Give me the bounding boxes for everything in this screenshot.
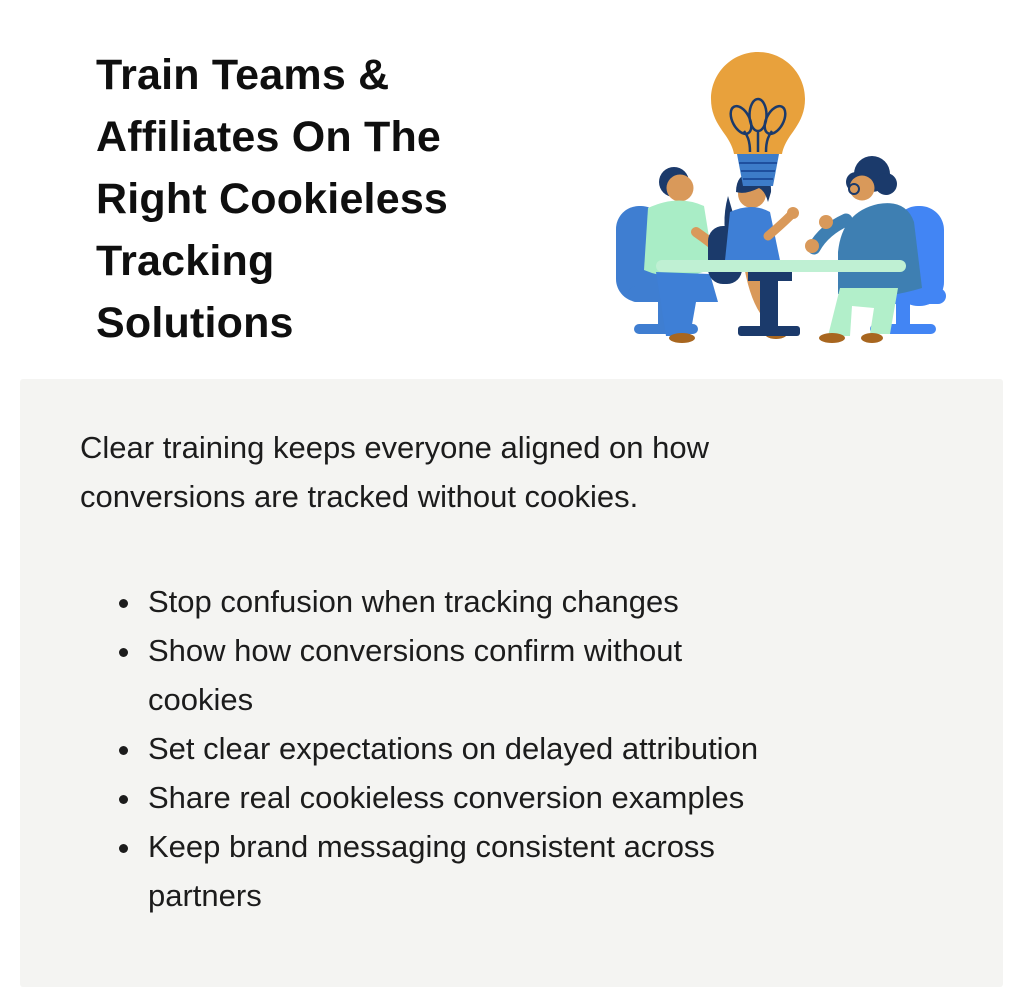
list-item: Stop confusion when tracking changes	[144, 577, 943, 626]
filament	[729, 97, 787, 153]
table	[656, 260, 906, 336]
list-item: Set clear expectations on delayed attrib…	[144, 724, 943, 773]
idea-lightbulb-icon	[711, 52, 805, 186]
person-right	[805, 156, 922, 343]
glasses-icon	[848, 183, 860, 195]
intro-text: Clear training keeps everyone aligned on…	[80, 430, 710, 514]
list-item: Show how conversions confirm without coo…	[144, 626, 943, 724]
team-meeting-illustration	[616, 52, 946, 343]
list-item: Share real cookieless conversion example…	[144, 773, 943, 822]
list-item: Keep brand messaging consistent across p…	[144, 822, 943, 920]
benefit-list: Stop confusion when tracking changes Sho…	[80, 577, 943, 920]
page-title: Train Teams & Affiliates On The Right Co…	[96, 51, 449, 347]
summary-card: Clear training keeps everyone aligned on…	[20, 379, 1003, 987]
